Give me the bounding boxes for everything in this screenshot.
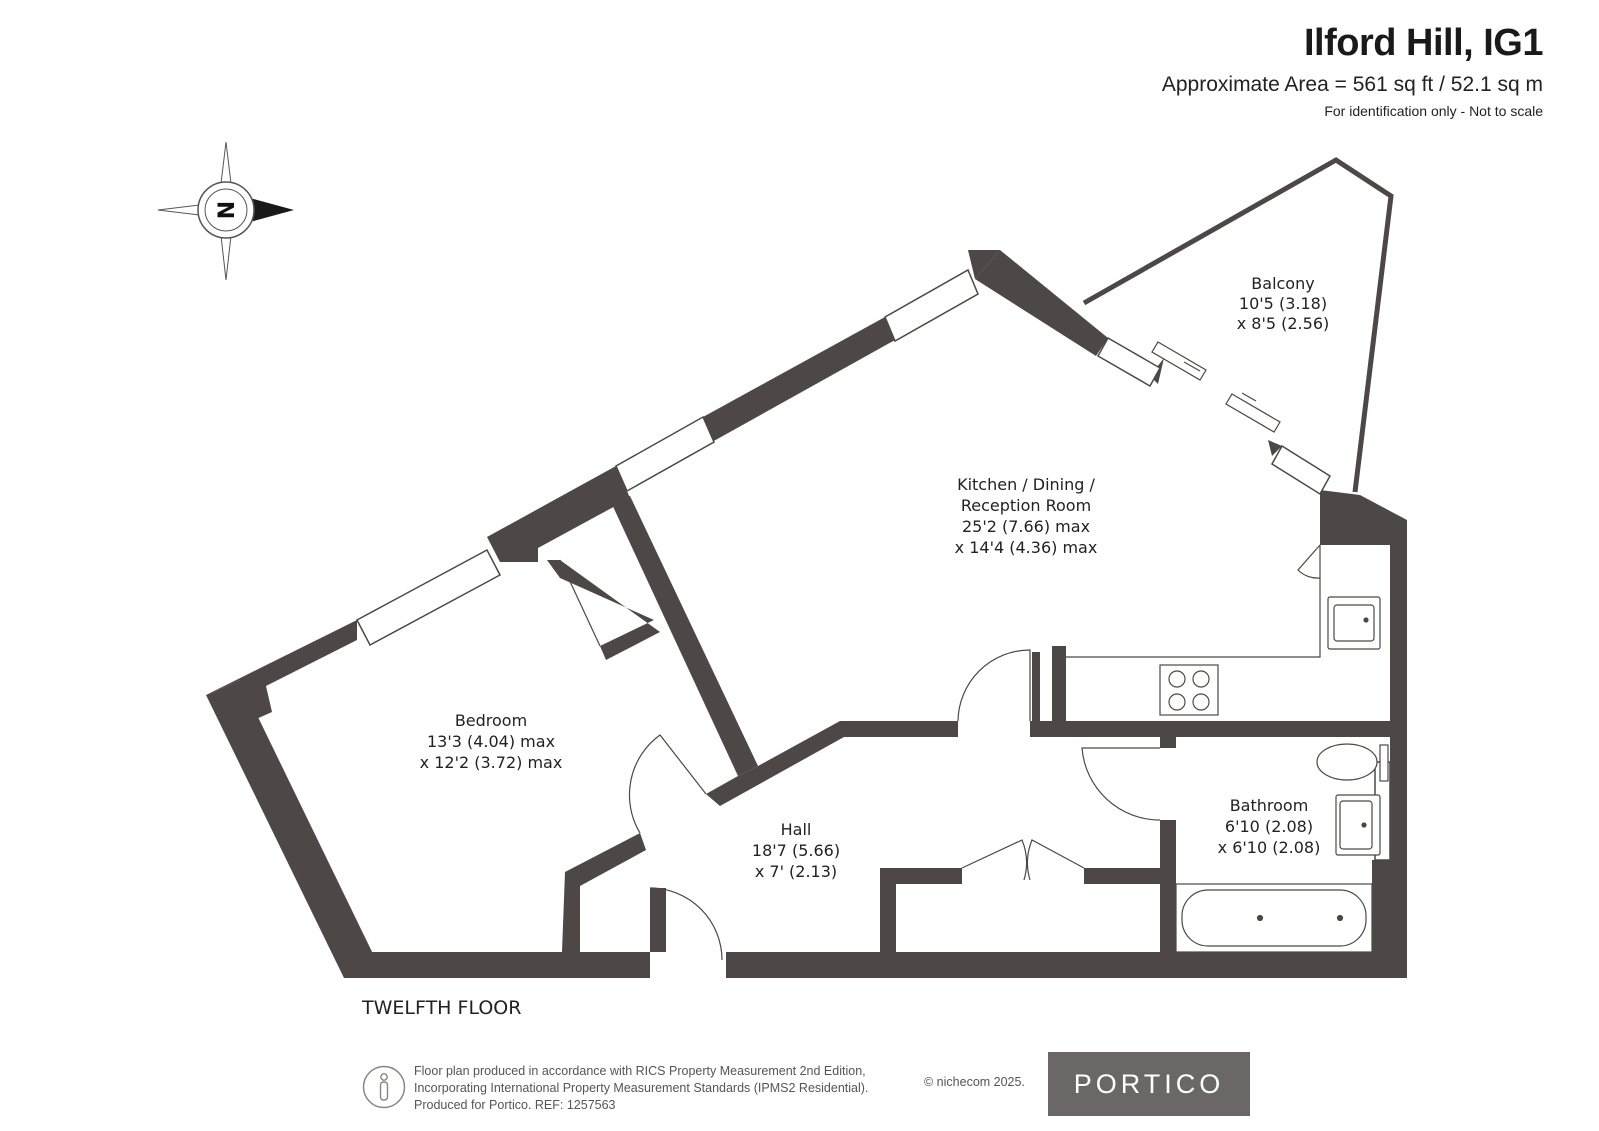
room-balcony: Balcony 10'5 (3.18) x 8'5 (2.56) <box>1237 274 1330 333</box>
bathroom-dim-2: x 6'10 (2.08) <box>1218 838 1321 857</box>
property-title: Ilford Hill, IG1 <box>1303 22 1544 64</box>
doors <box>559 544 1321 961</box>
footer-line-1: Floor plan produced in accordance with R… <box>414 1064 866 1078</box>
bathroom-door <box>1081 747 1161 821</box>
hall-dim-1: 18'7 (5.66) <box>752 841 840 860</box>
toilet-cistern-icon <box>1379 744 1389 782</box>
hob-icon <box>1159 664 1219 716</box>
footer-notes: Floor plan produced in accordance with R… <box>414 1063 868 1114</box>
approximate-area: Approximate Area = 561 sq ft / 52.1 sq m <box>1161 73 1543 96</box>
bathroom-fittings <box>1175 743 1389 953</box>
identification-note: For identification only - Not to scale <box>1324 103 1543 119</box>
balcony-door-swing <box>1297 544 1321 579</box>
compass-north-label: N <box>215 201 240 219</box>
header: Ilford Hill, IG1 Approximate Area = 561 … <box>1161 22 1544 119</box>
kitchen-door <box>957 649 1031 722</box>
balcony-dim-2: x 8'5 (2.56) <box>1237 314 1330 333</box>
footer-line-2: Incorporating International Property Mea… <box>414 1081 869 1095</box>
walls <box>206 250 1407 978</box>
room-kitchen: Kitchen / Dining / Reception Room 25'2 (… <box>955 475 1098 557</box>
balcony-name: Balcony <box>1251 274 1314 293</box>
bedroom-dim-1: 13'3 (4.04) max <box>427 732 555 751</box>
bathroom-name: Bathroom <box>1230 796 1309 815</box>
balcony-dim-1: 10'5 (3.18) <box>1239 294 1327 313</box>
room-hall: Hall 18'7 (5.66) x 7' (2.13) <box>752 820 840 881</box>
floor-label: TWELFTH FLOOR <box>362 997 522 1019</box>
balcony-railing <box>1082 157 1394 493</box>
wardrobe-door <box>559 559 601 647</box>
portico-logo: PORTICO <box>1048 1052 1250 1116</box>
room-bathroom: Bathroom 6'10 (2.08) x 6'10 (2.08) <box>1218 796 1321 857</box>
kitchen-name: Kitchen / Dining / <box>957 475 1095 494</box>
entrance-door <box>649 887 723 961</box>
bedroom-door <box>628 734 707 834</box>
copyright: © nichecom 2025. <box>924 1075 1025 1089</box>
cupboard-door-right <box>1026 839 1085 881</box>
room-bedroom: Bedroom 13'3 (4.04) max x 12'2 (3.72) ma… <box>420 711 563 772</box>
kitchen-name-2: Reception Room <box>961 496 1091 515</box>
footer-line-3: Produced for Portico. REF: 1257563 <box>414 1098 616 1112</box>
kitchen-fittings <box>1066 545 1381 716</box>
bedroom-name: Bedroom <box>455 711 527 730</box>
hall-dim-2: x 7' (2.13) <box>755 862 837 881</box>
balcony-sliding-door <box>1151 341 1281 433</box>
compass-rose-icon: N <box>157 141 294 281</box>
bedroom-dim-2: x 12'2 (3.72) max <box>420 753 563 772</box>
kitchen-dim-1: 25'2 (7.66) max <box>962 517 1090 536</box>
person-icon <box>362 1065 406 1109</box>
cupboard-door <box>961 839 1028 881</box>
bathroom-dim-1: 6'10 (2.08) <box>1225 817 1313 836</box>
hall-name: Hall <box>781 820 812 839</box>
kitchen-dim-2: x 14'4 (4.36) max <box>955 538 1098 557</box>
toilet-icon <box>1316 743 1378 781</box>
